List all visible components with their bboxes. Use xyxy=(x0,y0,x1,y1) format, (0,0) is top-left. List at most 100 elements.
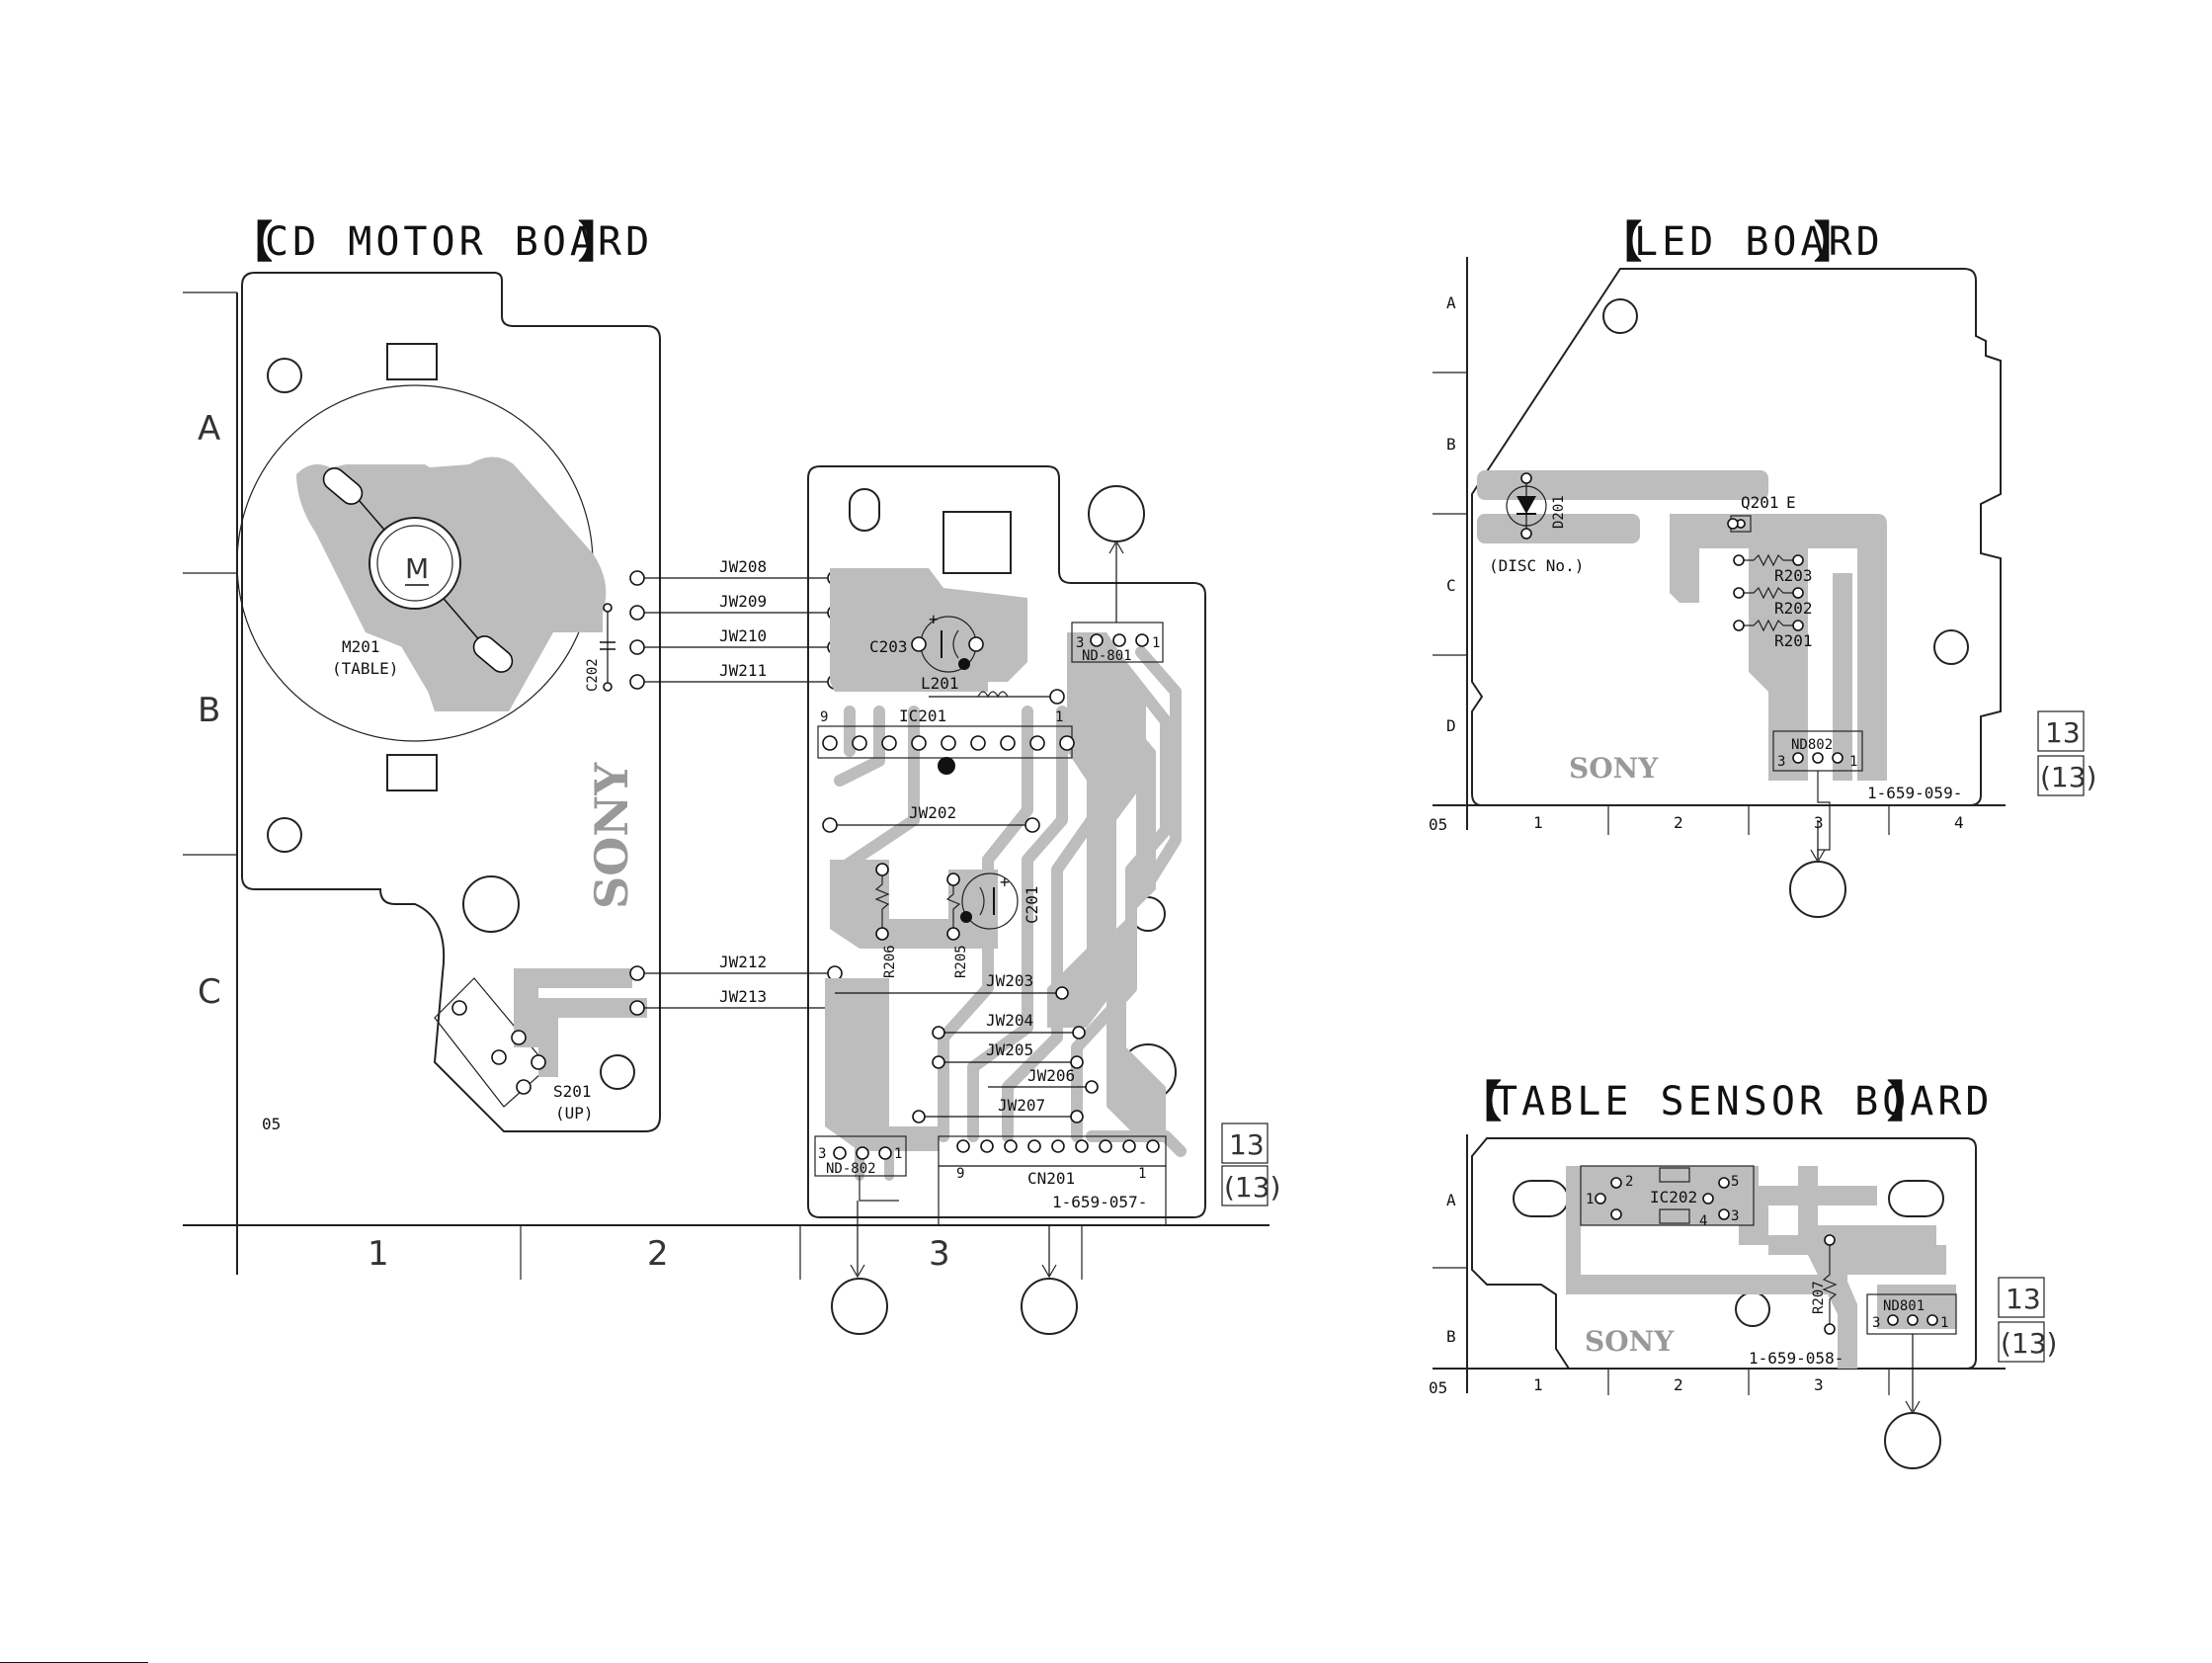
pad xyxy=(1610,1177,1622,1189)
via-dot xyxy=(938,757,955,775)
pad xyxy=(603,682,613,692)
motor-terminal xyxy=(322,467,364,505)
pad xyxy=(1135,633,1149,647)
col-label: 1 xyxy=(1533,813,1543,832)
pad xyxy=(603,603,613,613)
ic202-pin: 3 xyxy=(1731,1208,1739,1224)
s201-copper xyxy=(514,968,632,1047)
row-label-b: B xyxy=(198,691,220,730)
pad xyxy=(1824,1234,1836,1246)
mount-hole xyxy=(267,817,302,853)
col-label-2: 2 xyxy=(647,1234,669,1274)
pad xyxy=(451,1000,467,1016)
connection-bubble xyxy=(1088,485,1145,542)
r206-resistor xyxy=(874,870,890,934)
connection-bubble xyxy=(1789,861,1846,918)
polarity-dot xyxy=(960,911,972,923)
motor-desc: (TABLE) xyxy=(332,659,398,678)
row-label: B xyxy=(1446,435,1456,454)
s201-copper xyxy=(538,998,647,1077)
page-ref-paren: (13) xyxy=(2001,1327,2057,1360)
pad xyxy=(1520,472,1532,484)
jumper-label: JW209 xyxy=(719,592,767,611)
motor-pcb-slot-bottom xyxy=(386,754,438,791)
page-ref-box xyxy=(2037,710,2085,752)
d201-desc: (DISC No.) xyxy=(1489,556,1584,575)
r202-label: R202 xyxy=(1774,599,1813,618)
r203-label: R203 xyxy=(1774,566,1813,585)
nd801-pin: 3 xyxy=(1076,635,1084,651)
pad xyxy=(491,1049,507,1065)
main-jumpers xyxy=(835,986,1099,1123)
cd-motor-board-title: CD MOTOR BOARD xyxy=(265,219,653,265)
pad xyxy=(1049,689,1065,705)
title-bracket-left: 【 xyxy=(1598,217,1642,268)
connection-bubble xyxy=(1021,1278,1078,1335)
sony-logo: SONY xyxy=(1569,752,1659,785)
jumper-label: JW208 xyxy=(719,557,767,576)
row-label-a: A xyxy=(198,409,220,449)
part-number: 1-659-059- xyxy=(1867,784,1962,802)
pad xyxy=(911,636,927,652)
pad xyxy=(1090,633,1104,647)
nd802-connector xyxy=(814,1135,907,1177)
mount-hole xyxy=(267,358,302,393)
nd801-label: ND-801 xyxy=(1082,648,1132,664)
ic201-label: IC201 xyxy=(899,707,946,725)
page-ref-box xyxy=(1221,1165,1269,1206)
r205-resistor xyxy=(945,879,961,934)
nd802-label: ND-802 xyxy=(826,1161,876,1177)
part-number: 1-659-058- xyxy=(1749,1349,1843,1368)
mount-hole xyxy=(462,875,520,933)
col-label: 2 xyxy=(1674,813,1683,832)
motor-hub xyxy=(369,517,461,610)
title-bracket-right: 】 xyxy=(1814,217,1857,268)
ic202-pin: 5 xyxy=(1731,1174,1739,1190)
mount-hole xyxy=(1602,298,1638,334)
table-sensor-board: 【 TABLE SENSOR BOARD 】 A B 1 2 3 05 IC20… xyxy=(1429,1077,2057,1469)
ic202-pin: 2 xyxy=(1625,1174,1633,1190)
page-ref: 13 xyxy=(1229,1128,1265,1161)
nd801-connector xyxy=(1071,622,1164,663)
row-label: A xyxy=(1446,1191,1456,1209)
mount-slot xyxy=(849,488,880,532)
led-resistors xyxy=(1733,553,1804,632)
pad xyxy=(1887,1314,1899,1326)
col-label: 2 xyxy=(1674,1375,1683,1394)
main-copper xyxy=(825,568,1187,1181)
ic201-pins xyxy=(822,735,1075,751)
pad xyxy=(833,1146,847,1160)
ic202-window xyxy=(1659,1167,1690,1183)
jumper-label: JW211 xyxy=(719,661,767,680)
q201-emitter: E xyxy=(1786,493,1796,512)
main-pcb-outline xyxy=(807,465,1206,1218)
pad xyxy=(1718,1177,1730,1189)
page-ref-box xyxy=(1998,1321,2045,1363)
mount-hole xyxy=(600,1054,635,1090)
page-ref-box xyxy=(1998,1277,2045,1318)
pad xyxy=(511,1030,527,1045)
jumper-label: JW213 xyxy=(719,987,767,1006)
mount-hole xyxy=(1735,1291,1770,1327)
pad xyxy=(1832,752,1843,764)
c203-polarity: + xyxy=(929,610,939,628)
nd801-pin: 3 xyxy=(1872,1315,1880,1331)
q201-label: Q201 xyxy=(1741,493,1779,512)
motor-terminal xyxy=(472,635,514,673)
nd801-connector xyxy=(1866,1293,1957,1335)
led-copper xyxy=(1477,470,1887,781)
l201-coil xyxy=(977,691,1009,699)
col-label: 3 xyxy=(1814,1375,1824,1394)
nd802-pin: 1 xyxy=(894,1146,902,1162)
ic201-pin-first: 9 xyxy=(820,709,828,725)
corner-label: 05 xyxy=(1429,815,1447,834)
pad xyxy=(531,1054,546,1070)
cn201-arrow-head xyxy=(1041,1264,1057,1279)
ic202-window xyxy=(1659,1208,1690,1224)
motor-pcb-outline xyxy=(241,272,661,1132)
nd802-pin: 3 xyxy=(1777,754,1785,770)
connection-bubble xyxy=(831,1278,888,1335)
r207-resistor xyxy=(1822,1240,1838,1329)
c203-plate xyxy=(952,629,959,659)
pad xyxy=(1702,1193,1714,1205)
